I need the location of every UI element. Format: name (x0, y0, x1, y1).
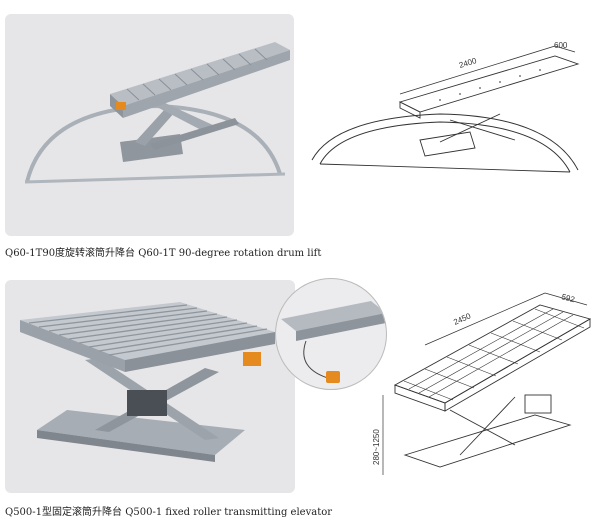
product-1-drawing: 2400 600 (300, 30, 610, 205)
rotation-drum-lift-schematic: 2400 600 (311, 41, 580, 173)
product-2-caption: Q500-1型固定滚筒升降台 Q500-1 fixed roller trans… (5, 507, 333, 518)
drawing-2-height: 280~1250 (372, 429, 381, 465)
drawing-1-width: 600 (554, 41, 568, 50)
product-1-photo (5, 14, 294, 236)
product-2-drawing: 2450 592 280~1250 (365, 285, 610, 485)
drawing-2-width: 592 (560, 292, 576, 304)
rotation-drum-lift-render (24, 42, 290, 184)
fixed-roller-elevator-schematic: 2450 592 280~1250 (372, 292, 592, 475)
drawing-2-length: 2450 (452, 311, 472, 327)
drawing-1-length: 2400 (458, 56, 478, 70)
product-2-photo (5, 280, 295, 493)
fixed-roller-elevator-render (20, 302, 275, 462)
product-1-caption: Q60-1T90度旋转滚筒升降台 Q60-1T 90-degree rotati… (5, 248, 322, 259)
product-2-inset-detail (275, 278, 387, 390)
control-pendant-detail (281, 301, 386, 383)
